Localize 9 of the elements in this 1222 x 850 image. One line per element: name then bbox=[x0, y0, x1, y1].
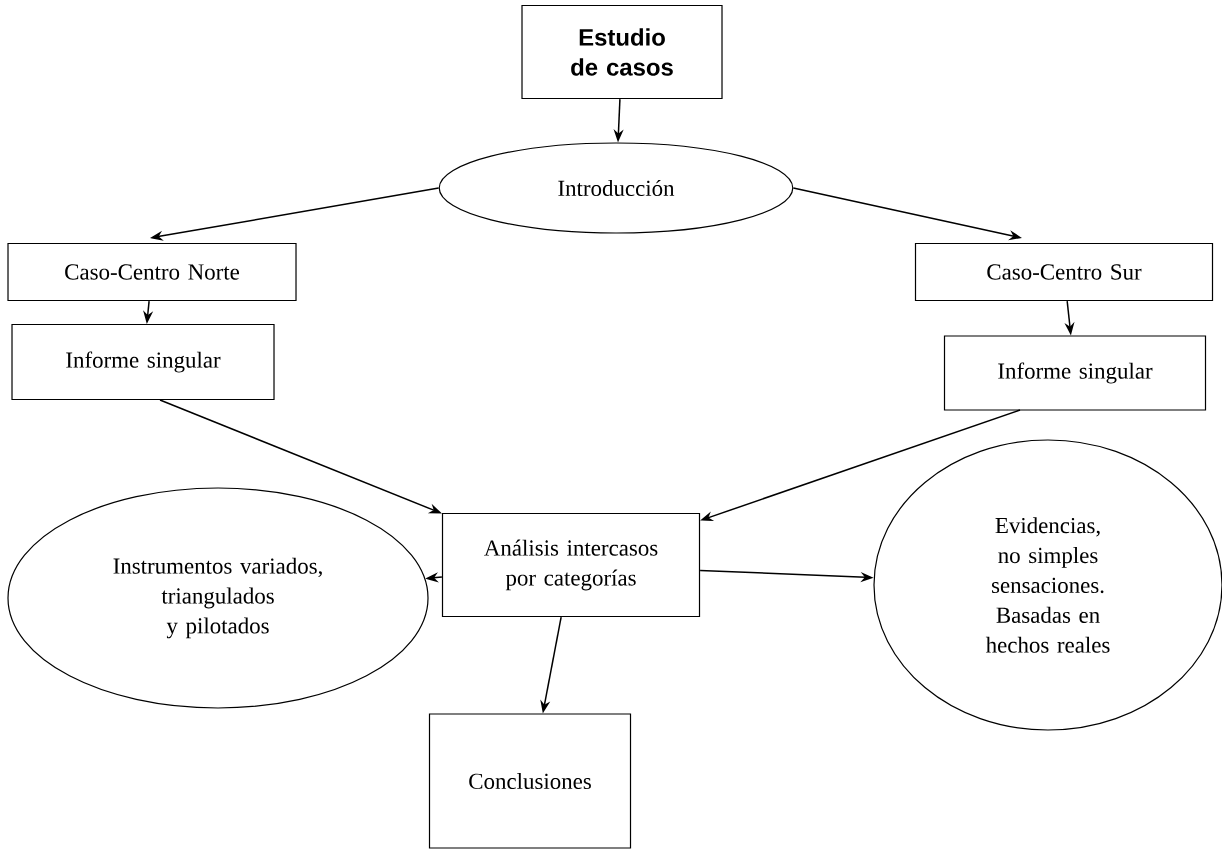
process-box: Estudio de casos bbox=[521, 4, 723, 100]
process-box: Conclusiones bbox=[428, 713, 632, 849]
process-box: Informe singular bbox=[943, 335, 1207, 411]
ellipse-node: Introducción bbox=[438, 142, 794, 234]
process-box: Caso-Centro Sur bbox=[914, 242, 1214, 302]
ellipse-node: Instrumentos variados, triangulados y pilotados bbox=[7, 487, 429, 709]
process-box: Análisis intercasos por categorías bbox=[441, 512, 701, 618]
process-box: Caso-Centro Norte bbox=[7, 242, 297, 302]
process-box: Informe singular bbox=[11, 323, 275, 401]
